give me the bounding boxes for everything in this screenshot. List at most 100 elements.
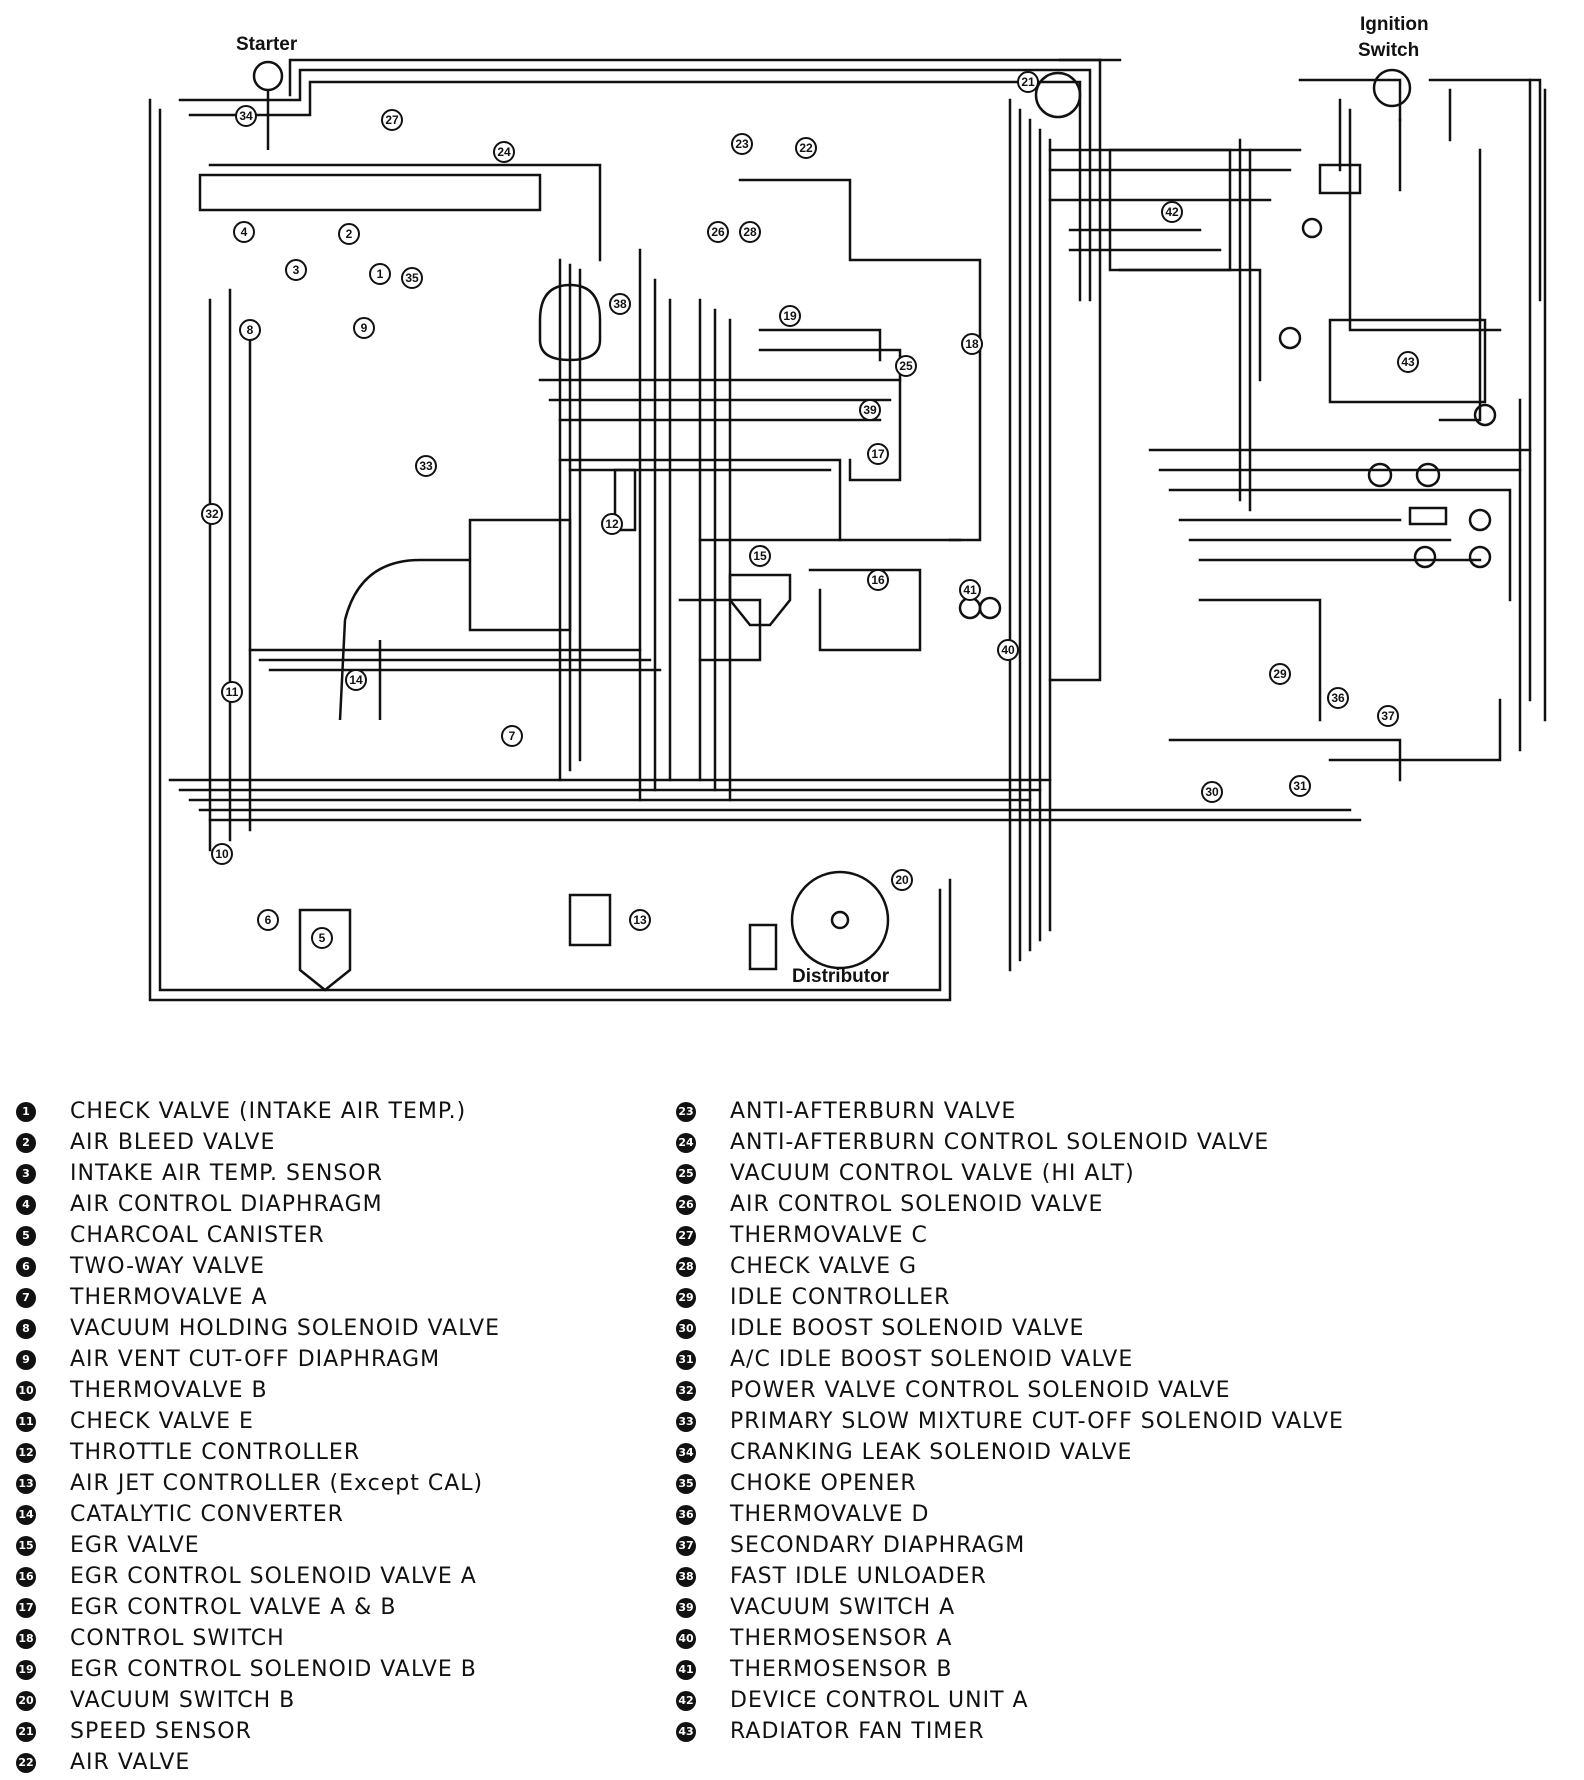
callout-label: 18	[965, 337, 979, 351]
legend-item: 32 POWER VALVE CONTROL SOLENOID VALVE	[676, 1375, 1556, 1406]
hose-right-egr	[738, 178, 982, 542]
legend-text: PRIMARY SLOW MIXTURE CUT-OFF SOLENOID VA…	[730, 1409, 1344, 1434]
hose-egr-loop-3	[678, 538, 962, 662]
legend-number: 40	[676, 1628, 696, 1649]
legend-number: 6	[16, 1256, 36, 1277]
legend-number: 24	[676, 1132, 696, 1153]
callout-38: 38	[609, 293, 631, 315]
lamp-4	[1413, 545, 1437, 569]
starter-label: Starter	[236, 34, 298, 55]
callout-label: 12	[605, 517, 619, 531]
legend-text: AIR CONTROL SOLENOID VALVE	[730, 1192, 1104, 1217]
ignition-switch-symbol	[1372, 68, 1412, 108]
legend-text: CATALYTIC CONVERTER	[70, 1502, 344, 1527]
legend-number: 11	[16, 1411, 36, 1432]
legend-text: CHARCOAL CANISTER	[70, 1223, 325, 1248]
legend-number: 22	[16, 1752, 36, 1773]
callout-label: 20	[895, 873, 909, 887]
legend-number: 32	[676, 1380, 696, 1401]
relay-block	[1318, 163, 1362, 195]
legend-text: EGR CONTROL VALVE A & B	[70, 1595, 397, 1620]
legend-text: VACUUM CONTROL VALVE (HI ALT)	[730, 1161, 1135, 1186]
callout-group: 1 2 3 4 5 6 7 8 9 10 11 12 13 14 15 16 1…	[201, 71, 1419, 949]
legend-item: 36 THERMOVALVE D	[676, 1499, 1556, 1530]
legend-number: 36	[676, 1504, 696, 1525]
callout-label: 9	[361, 321, 368, 335]
callout-39: 39	[859, 399, 881, 421]
legend-text: DEVICE CONTROL UNIT A	[730, 1688, 1029, 1713]
distributor-cap	[790, 870, 890, 970]
callout-9: 9	[353, 317, 375, 339]
legend-number: 27	[676, 1225, 696, 1246]
hose-outer-left-2	[158, 108, 942, 992]
callout-12: 12	[601, 513, 623, 535]
callout-4: 4	[233, 221, 255, 243]
legend-number: 7	[16, 1287, 36, 1308]
legend-text: THERMOVALVE D	[730, 1502, 930, 1527]
legend-item: 5 CHARCOAL CANISTER	[16, 1220, 676, 1251]
catalytic-converter-duct	[338, 558, 470, 721]
callout-label: 10	[215, 847, 229, 861]
distributor-module	[748, 923, 778, 971]
hose-ignition-loop	[1298, 78, 1542, 302]
legend-number: 8	[16, 1318, 36, 1339]
callout-label: 32	[205, 507, 219, 521]
hose-right-vert	[1238, 138, 1482, 512]
callout-label: 3	[293, 263, 300, 277]
callout-label: 36	[1331, 691, 1345, 705]
hose-bundle-center	[1008, 98, 1052, 972]
legend-text: AIR JET CONTROLLER (Except CAL)	[70, 1471, 484, 1496]
callout-label: 21	[1021, 75, 1035, 89]
hose-inner-frame	[198, 173, 542, 212]
legend-text: CHECK VALVE G	[730, 1254, 918, 1279]
hose-egr-loop	[758, 328, 902, 482]
legend-text: THERMOVALVE C	[730, 1223, 928, 1248]
legend-text: AIR CONTROL DIAPHRAGM	[70, 1192, 383, 1217]
callout-18: 18	[961, 333, 983, 355]
legend-item: 26 AIR CONTROL SOLENOID VALVE	[676, 1189, 1556, 1220]
callout-label: 22	[799, 141, 813, 155]
legend-text: POWER VALVE CONTROL SOLENOID VALVE	[730, 1378, 1231, 1403]
callout-20: 20	[891, 869, 913, 891]
legend-text: INTAKE AIR TEMP. SENSOR	[70, 1161, 383, 1186]
callout-35: 35	[401, 267, 423, 289]
legend-text: CRANKING LEAK SOLENOID VALVE	[730, 1440, 1133, 1465]
radiator-fan-timer-box	[1328, 318, 1487, 404]
legend-number: 2	[16, 1132, 36, 1153]
legend-number: 4	[16, 1194, 36, 1215]
callout-label: 35	[405, 271, 419, 285]
legend-text: THERMOSENSOR A	[730, 1626, 953, 1651]
legend-number: 26	[676, 1194, 696, 1215]
legend-text: ANTI-AFTERBURN VALVE	[730, 1099, 1017, 1124]
callout-label: 7	[509, 729, 516, 743]
callout-label: 42	[1165, 205, 1179, 219]
legend-number: 21	[16, 1721, 36, 1742]
callout-43: 43	[1397, 351, 1419, 373]
callout-17: 17	[867, 443, 889, 465]
charcoal-canister-shape	[298, 908, 352, 992]
legend-number: 5	[16, 1225, 36, 1246]
callout-label: 11	[226, 685, 239, 699]
legend-text: VACUUM SWITCH B	[70, 1688, 296, 1713]
hose-right-lower	[1168, 598, 1402, 782]
lamp-7	[1301, 217, 1323, 239]
